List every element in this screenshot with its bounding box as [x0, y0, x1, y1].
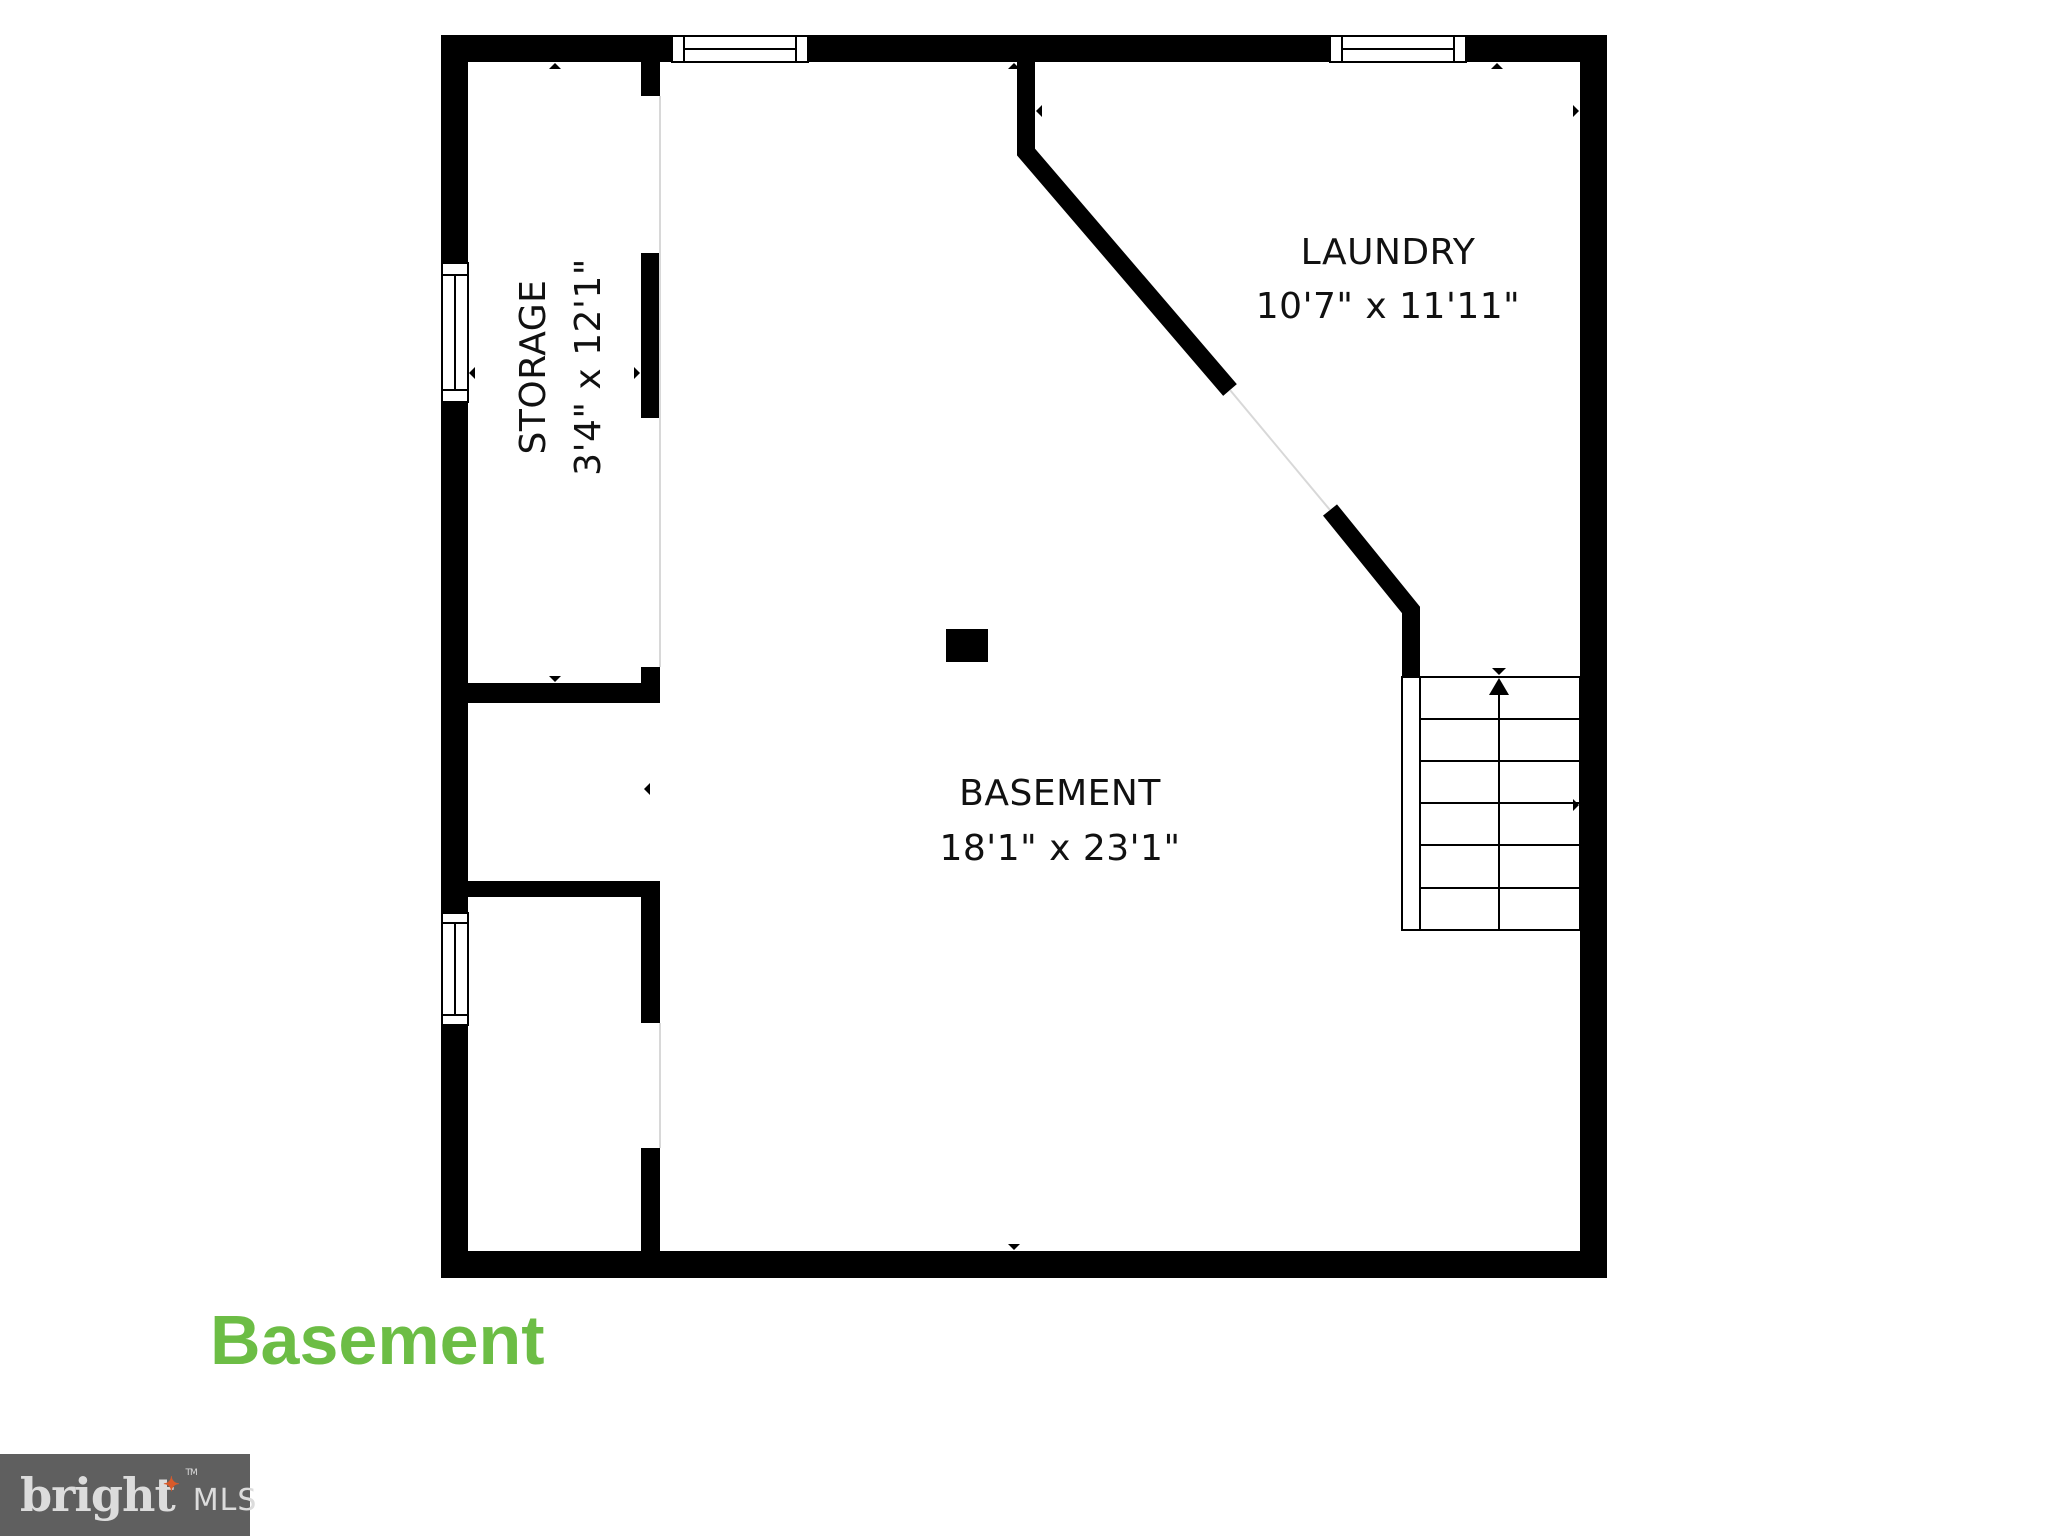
stairs-up-arrow-icon: [1489, 678, 1509, 695]
room-basement: BASEMENT 18'1" x 23'1": [939, 773, 1180, 869]
marker-arrow-icon: [644, 783, 650, 795]
marker-arrow-icon: [549, 63, 561, 69]
marker-arrow-icon: [1036, 105, 1042, 117]
stairs-top-marker-icon: [1492, 668, 1506, 675]
floor-title: Basement: [210, 1301, 545, 1379]
marker-arrow-icon: [549, 676, 561, 682]
marker-arrow-icon: [1573, 799, 1579, 811]
marker-arrow-icon: [1573, 105, 1579, 117]
logo-suffix: MLS: [192, 1482, 258, 1518]
windows: [441, 35, 1467, 1026]
room-name: STORAGE: [513, 280, 554, 455]
room-name: BASEMENT: [959, 773, 1161, 814]
marker-arrow-icon: [634, 367, 640, 379]
bright-mls-logo: bright ✦ TM MLS: [0, 1454, 256, 1536]
support-column: [946, 629, 988, 662]
window-left-lower: [441, 912, 469, 1026]
marker-arrow-icon: [1008, 63, 1020, 69]
dimension-markers: [469, 63, 1579, 1250]
marker-arrow-icon: [1491, 63, 1503, 69]
window-top-left: [671, 35, 809, 63]
window-left-upper: [441, 262, 469, 403]
marker-arrow-icon: [1008, 1244, 1020, 1250]
marker-arrow-icon: [469, 367, 475, 379]
room-storage: STORAGE 3'4" x 12'1": [513, 258, 609, 476]
room-dimensions: 3'4" x 12'1": [568, 258, 609, 476]
room-dimensions: 18'1" x 23'1": [939, 828, 1180, 869]
storage-walls: [468, 62, 660, 703]
stairs: [1401, 676, 1581, 931]
room-dimensions: 10'7" x 11'11": [1256, 286, 1520, 327]
room-name: LAUNDRY: [1301, 232, 1476, 273]
room-laundry: LAUNDRY 10'7" x 11'11": [1256, 232, 1520, 327]
logo-word-text: bright: [20, 1468, 176, 1522]
closet-walls: [468, 881, 660, 1251]
laundry-opening: [1229, 389, 1331, 511]
trademark: TM: [185, 1468, 197, 1478]
star-icon: ✦: [162, 1472, 180, 1496]
outer-walls: [441, 35, 1607, 1278]
logo-word: bright ✦ TM: [20, 1468, 198, 1522]
laundry-walls: [1017, 62, 1420, 677]
window-top-right: [1329, 35, 1467, 63]
